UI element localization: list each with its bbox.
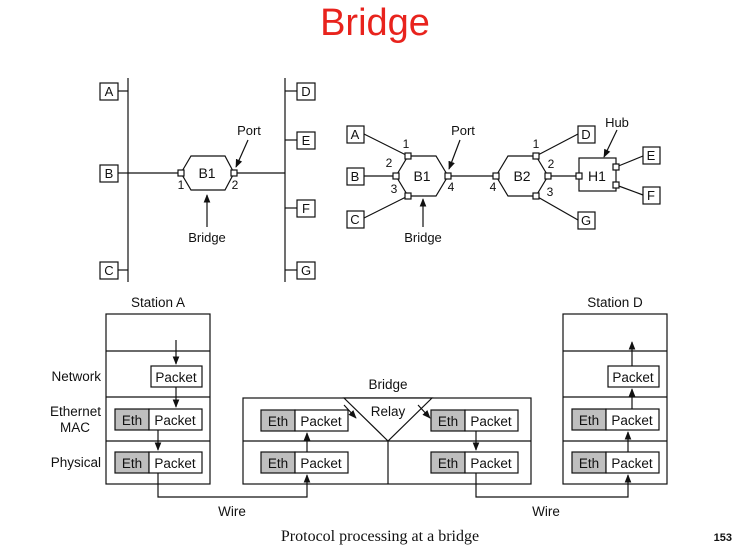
left-label-e: E xyxy=(302,133,311,148)
layer-ethernet: Ethernet xyxy=(50,404,101,419)
right-label-b: B xyxy=(351,169,360,184)
left-label-b1: B1 xyxy=(198,165,215,181)
right-label-d: D xyxy=(581,127,590,142)
packet-text: Packet xyxy=(300,456,342,471)
slide-title: Bridge xyxy=(320,2,430,44)
right-station-d xyxy=(577,125,596,144)
layer-network: Network xyxy=(51,369,101,384)
eth-text: Eth xyxy=(579,456,599,471)
right-port-arrow xyxy=(448,139,461,170)
left-station-a xyxy=(99,82,119,101)
left-topology xyxy=(99,78,316,282)
a-mac-packet xyxy=(148,408,203,431)
left-station-e xyxy=(296,131,316,150)
figure-caption: Protocol processing at a bridge xyxy=(280,528,480,545)
right-hub-arrow xyxy=(603,129,618,158)
right-label-b1: B1 xyxy=(413,168,430,184)
wire-right-label: Wire xyxy=(532,504,560,519)
right-hub-label: Hub xyxy=(605,115,629,130)
left-port-2 xyxy=(230,169,238,177)
wire-left xyxy=(157,473,311,498)
right-station-e xyxy=(642,146,661,165)
right-station-f xyxy=(642,186,661,205)
right-station-b xyxy=(346,167,365,186)
bridge-stack-label: Bridge xyxy=(368,377,407,392)
relay-label: Relay xyxy=(371,404,406,419)
right-label-h1: H1 xyxy=(588,168,606,184)
packet-text: Packet xyxy=(155,370,197,385)
left-bridge-label: Bridge xyxy=(188,230,226,245)
br-phy-packet xyxy=(464,451,519,474)
right-port-label: Port xyxy=(451,123,475,138)
packet-text: Packet xyxy=(470,456,512,471)
br-mac-packet xyxy=(464,409,519,432)
packet-text: Packet xyxy=(611,456,653,471)
right-bridge-label: Bridge xyxy=(404,230,442,245)
eth-text: Eth xyxy=(438,456,458,471)
left-station-f xyxy=(296,199,316,218)
left-port-num-1: 1 xyxy=(178,178,185,192)
left-station-g xyxy=(296,261,316,280)
left-port-arrow xyxy=(235,139,249,168)
a-phy-packet xyxy=(148,451,203,474)
left-port-label: Port xyxy=(237,123,261,138)
bl-phy-packet xyxy=(294,451,349,474)
packet-text: Packet xyxy=(154,456,196,471)
left-station-d xyxy=(296,82,316,101)
packet-text: Packet xyxy=(300,414,342,429)
station-a-label: Station A xyxy=(131,295,185,310)
left-port-1 xyxy=(177,169,185,177)
right-station-a xyxy=(346,125,365,144)
right-label-b2: B2 xyxy=(513,168,530,184)
left-label-c: C xyxy=(104,263,113,278)
eth-text: Eth xyxy=(268,456,288,471)
right-b1-port-2: 2 xyxy=(386,156,393,170)
packet-text: Packet xyxy=(612,370,654,385)
left-station-c xyxy=(99,261,119,280)
right-label-f: F xyxy=(647,188,655,203)
station-d-label: Station D xyxy=(587,295,643,310)
right-b1-port-4: 4 xyxy=(448,180,455,194)
layer-mac: MAC xyxy=(60,420,90,435)
packet-text: Packet xyxy=(470,414,512,429)
right-station-c xyxy=(346,210,365,229)
right-b1-port-1: 1 xyxy=(403,137,410,151)
right-station-g xyxy=(577,211,596,230)
right-b1-port-3: 3 xyxy=(391,182,398,196)
right-hub-h1 xyxy=(578,157,617,192)
d-phy-packet xyxy=(605,451,660,474)
right-b2-port-2: 2 xyxy=(548,157,555,171)
d-network-packet xyxy=(607,365,660,388)
left-label-b: B xyxy=(105,166,114,181)
right-label-e: E xyxy=(647,148,656,163)
right-b2-port-4: 4 xyxy=(490,180,497,194)
right-topology xyxy=(346,125,661,230)
left-label-a: A xyxy=(105,84,114,99)
right-b2-port-3: 3 xyxy=(547,185,554,199)
left-label-g: G xyxy=(301,263,311,278)
bl-mac-packet xyxy=(294,409,349,432)
wire-right xyxy=(475,473,632,498)
packet-text: Packet xyxy=(154,413,196,428)
left-label-f: F xyxy=(302,201,310,216)
left-label-d: D xyxy=(301,84,310,99)
wire-left-label: Wire xyxy=(218,504,246,519)
layer-physical: Physical xyxy=(51,455,101,470)
right-label-a: A xyxy=(351,127,360,142)
left-station-b xyxy=(99,164,119,183)
right-b2-port-1: 1 xyxy=(533,137,540,151)
right-label-c: C xyxy=(350,212,359,227)
page-number: 153 xyxy=(713,532,732,544)
eth-text: Eth xyxy=(122,456,142,471)
eth-text: Eth xyxy=(268,414,288,429)
relay-triangle xyxy=(342,397,434,442)
eth-text: Eth xyxy=(122,413,142,428)
left-port-num-2: 2 xyxy=(232,178,239,192)
right-label-g: G xyxy=(581,213,591,228)
packet-text: Packet xyxy=(611,413,653,428)
eth-text: Eth xyxy=(438,414,458,429)
eth-text: Eth xyxy=(579,413,599,428)
